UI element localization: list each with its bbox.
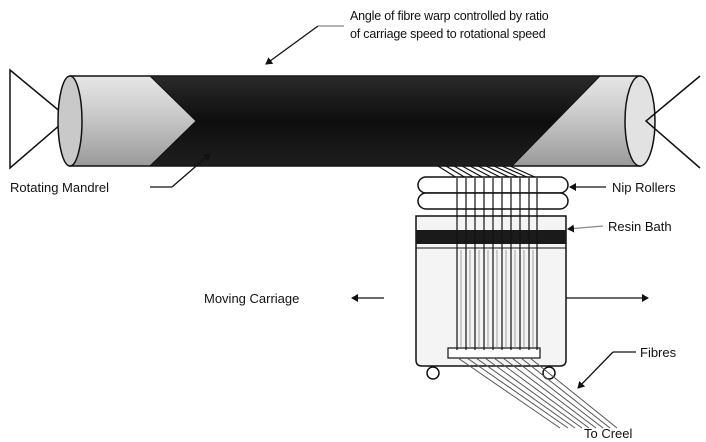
label-moving-carriage: Moving Carriage	[204, 291, 299, 306]
carriage-wheel-left	[426, 366, 440, 380]
rotating-mandrel	[57, 75, 656, 167]
wound-fibre-section	[148, 75, 602, 167]
label-resin-bath: Resin Bath	[608, 219, 672, 234]
label-angle-line1: Angle of fibre warp controlled by ratio	[350, 9, 549, 23]
resin-bath	[416, 230, 566, 244]
fibre-strands-faint	[460, 250, 534, 348]
fibre-bands-upper	[437, 165, 538, 179]
fibre-strands-vertical	[456, 178, 538, 350]
label-nip-rollers: Nip Rollers	[612, 180, 676, 195]
moving-carriage	[415, 215, 567, 380]
label-rotating-mandrel: Rotating Mandrel	[10, 180, 109, 195]
right-support	[644, 75, 701, 169]
label-to-creel: To Creel	[584, 426, 633, 441]
leader-angle	[265, 25, 344, 65]
left-support	[9, 68, 70, 170]
label-angle-line2: of carriage speed to rotational speed	[350, 27, 546, 41]
leader-fibres	[577, 351, 636, 389]
leader-resin-bath	[567, 224, 604, 233]
fibres-to-creel	[457, 357, 618, 429]
leader-rotating-mandrel	[150, 153, 211, 188]
label-fibres: Fibres	[640, 345, 677, 360]
